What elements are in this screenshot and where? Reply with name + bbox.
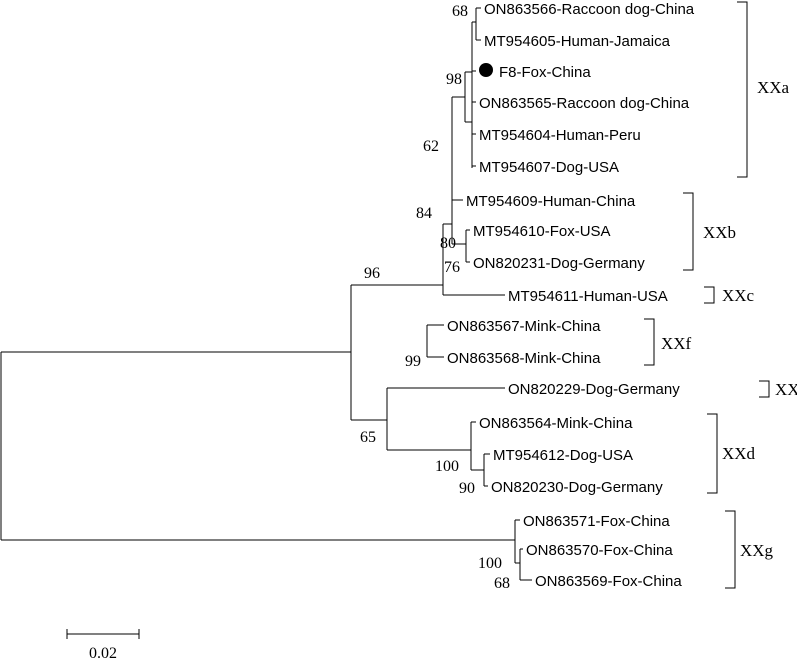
bracket-xxf bbox=[644, 318, 655, 366]
bracket-xxg bbox=[725, 510, 736, 589]
bootstrap-value: 100 bbox=[478, 555, 502, 572]
clade-label: XXd bbox=[722, 444, 756, 463]
bootstrap-value: 65 bbox=[360, 429, 376, 446]
taxon-label: MT954610-Fox-USA bbox=[473, 223, 611, 240]
scale-bar-label: 0.02 bbox=[89, 645, 117, 660]
bootstrap-value: 80 bbox=[440, 235, 456, 252]
bootstrap-value: 96 bbox=[364, 265, 380, 282]
taxon-label: MT954604-Human-Peru bbox=[479, 127, 641, 144]
bootstrap-value: 99 bbox=[405, 353, 421, 370]
taxon-label: ON863571-Fox-China bbox=[523, 513, 670, 530]
taxon-label: ON863569-Fox-China bbox=[535, 573, 682, 590]
clade-label: XXc bbox=[722, 286, 755, 305]
clade-label: XXg bbox=[740, 541, 774, 560]
clade-labels: XXa XXb XXc XXf XXe XXd XXg bbox=[661, 78, 797, 560]
clade-label: XXb bbox=[703, 223, 736, 242]
taxon-labels: ON863566-Raccoon dog-China MT954605-Huma… bbox=[447, 1, 695, 590]
taxon-label: ON863564-Mink-China bbox=[479, 415, 633, 432]
taxon-label: F8-Fox-China bbox=[499, 64, 591, 81]
bootstrap-value: 98 bbox=[446, 71, 462, 88]
taxon-label: MT954609-Human-China bbox=[466, 193, 636, 210]
taxon-label: ON863566-Raccoon dog-China bbox=[484, 1, 695, 18]
taxon-label: MT954611-Human-USA bbox=[508, 288, 668, 305]
bracket-xxb bbox=[683, 192, 694, 271]
taxon-label: ON863570-Fox-China bbox=[526, 542, 673, 559]
bracket-xxe bbox=[759, 380, 770, 398]
taxon-label: ON820229-Dog-Germany bbox=[508, 381, 680, 398]
bootstrap-value: 90 bbox=[459, 480, 475, 497]
bracket-xxa bbox=[737, 1, 748, 178]
clade-label: XXe bbox=[775, 380, 797, 399]
bootstrap-value: 62 bbox=[423, 138, 439, 155]
bracket-xxc bbox=[704, 286, 715, 304]
taxon-label: MT954612-Dog-USA bbox=[493, 447, 633, 464]
taxon-label: ON820231-Dog-Germany bbox=[473, 255, 645, 272]
taxon-label: MT954607-Dog-USA bbox=[479, 159, 619, 176]
bootstrap-value: 84 bbox=[416, 205, 432, 222]
taxon-label: ON863565-Raccoon dog-China bbox=[479, 95, 690, 112]
bootstrap-values: 68 98 62 84 80 76 96 99 65 100 90 100 68 bbox=[360, 3, 510, 592]
taxon-label: ON820230-Dog-Germany bbox=[491, 479, 663, 496]
scale-bar: 0.02 bbox=[66, 629, 140, 660]
clade-label: XXa bbox=[757, 78, 790, 97]
taxon-label: ON863568-Mink-China bbox=[447, 350, 601, 367]
bootstrap-value: 68 bbox=[494, 575, 510, 592]
bootstrap-value: 68 bbox=[452, 3, 468, 20]
bootstrap-value: 100 bbox=[435, 458, 459, 475]
clade-label: XXf bbox=[661, 334, 692, 353]
clade-brackets bbox=[644, 1, 770, 589]
highlight-dot-icon bbox=[479, 63, 493, 77]
bootstrap-value: 76 bbox=[444, 259, 460, 276]
bracket-xxd bbox=[707, 413, 718, 494]
tree-branches bbox=[0, 7, 532, 581]
taxon-label: ON863567-Mink-China bbox=[447, 318, 601, 335]
taxon-label: MT954605-Human-Jamaica bbox=[484, 33, 671, 50]
